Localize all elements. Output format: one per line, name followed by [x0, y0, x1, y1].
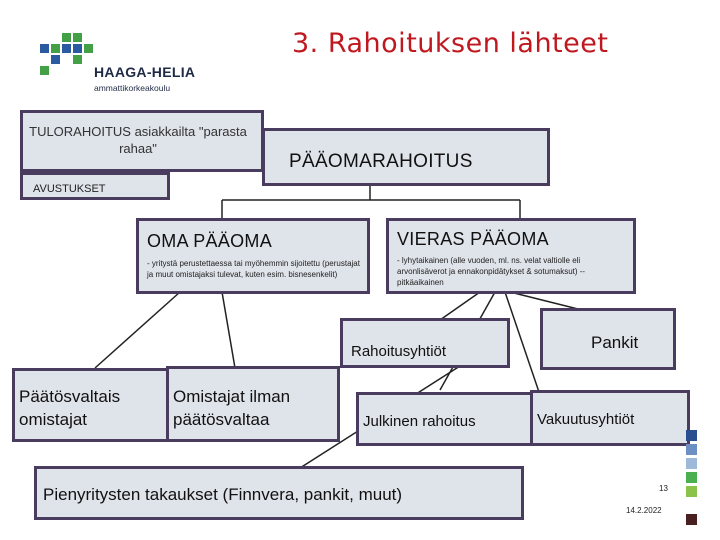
logo-subtitle: ammattikorkeakoulu	[94, 83, 171, 93]
oma-paaoma-description: - yritystä perustettaessa tai myöhemmin …	[147, 259, 360, 279]
rahoitusyhtiot-label: Rahoitusyhtiöt	[351, 343, 447, 360]
decor-stripe	[686, 430, 697, 441]
slide-number: 13	[659, 484, 668, 493]
vakuutusyhtiot-box: Vakuutusyhtiöt	[530, 390, 690, 446]
pankit-box: Pankit	[540, 308, 676, 370]
julkinen-box: Julkinen rahoitus	[356, 392, 538, 446]
haaga-helia-logo	[40, 33, 93, 75]
paaomarahoitus-label: PÄÄOMARAHOITUS	[289, 151, 473, 172]
vieras-paaoma-title: VIERAS PÄÄOMA	[397, 229, 549, 249]
tulorahoitus-label: TULORAHOITUS asiakkailta "parasta rahaa"	[29, 124, 247, 156]
pienyritysten-label: Pienyritysten takaukset (Finnvera, panki…	[43, 485, 403, 504]
connector-line	[504, 291, 541, 396]
vieras-paaoma-box: VIERAS PÄÄOMA - lyhytaikainen (alle vuod…	[386, 218, 636, 294]
omistajat-ilman-box: Omistajat ilman päätösvaltaa	[166, 366, 340, 442]
decor-stripe	[686, 472, 697, 483]
oma-paaoma-box: OMA PÄÄOMA - yritystä perustettaessa tai…	[136, 218, 370, 294]
decor-stripe	[686, 500, 697, 511]
connector-line	[94, 291, 181, 369]
paatosvaltaiset-box: Päätösvaltais omistajat	[12, 368, 170, 442]
decor-stripe	[686, 514, 697, 525]
oma-paaoma-title: OMA PÄÄOMA	[147, 231, 273, 251]
pienyritysten-box: Pienyritysten takaukset (Finnvera, panki…	[34, 466, 524, 520]
omistajat-ilman-label: Omistajat ilman päätösvaltaa	[173, 387, 291, 429]
connector-line	[439, 291, 481, 321]
pankit-label: Pankit	[591, 333, 639, 352]
rahoitusyhtiot-box: Rahoitusyhtiöt	[340, 318, 510, 368]
paaomarahoitus-box: PÄÄOMARAHOITUS	[262, 128, 550, 186]
decor-stripe	[686, 486, 697, 497]
connector-line	[221, 291, 236, 369]
avustukset-label: AVUSTUKSET	[33, 183, 106, 195]
avustukset-box: AVUSTUKSET	[20, 172, 170, 200]
julkinen-label: Julkinen rahoitus	[363, 413, 476, 430]
paatosvaltaiset-label: Päätösvaltais omistajat	[19, 387, 121, 429]
tulorahoitus-box: TULORAHOITUS asiakkailta "parasta rahaa"	[20, 110, 264, 172]
page-title: 3. Rahoituksen lähteet	[292, 28, 609, 59]
decor-stripe	[686, 458, 697, 469]
vakuutusyhtiot-label: Vakuutusyhtiöt	[537, 411, 635, 428]
slide-date: 14.2.2022	[626, 506, 662, 515]
decor-stripe	[686, 444, 697, 455]
vieras-paaoma-description: - lyhytaikainen (alle vuoden, ml. ns. ve…	[397, 256, 586, 287]
logo-name: HAAGA-HELIA	[94, 64, 196, 80]
